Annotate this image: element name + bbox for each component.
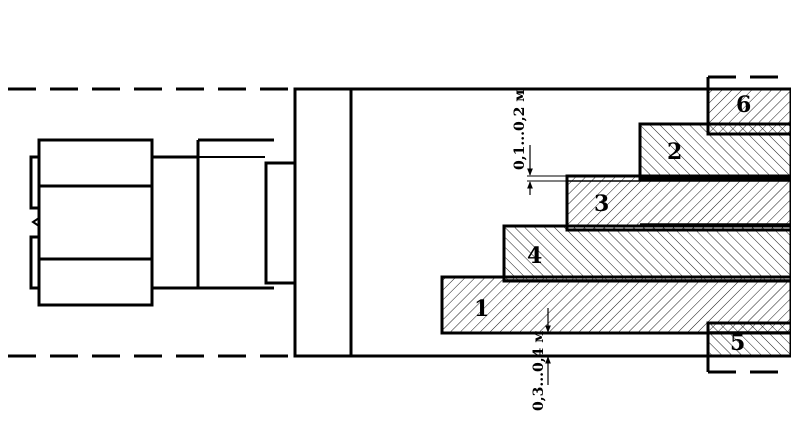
label-layer-3: 3 — [594, 191, 609, 217]
truck-mirror-top — [29, 155, 41, 210]
label-layer-1: 1 — [474, 296, 489, 322]
top-dimension-text: 0,1...0,2 м — [512, 90, 528, 170]
spreader-box — [293, 87, 353, 358]
bottom-dimension-text: 0,3...0,4 м — [531, 331, 547, 411]
label-layer-4: 4 — [527, 243, 542, 269]
label-layer-2: 2 — [667, 139, 682, 165]
truck — [29, 138, 297, 307]
truck-cab — [37, 138, 154, 307]
label-layer-6: 6 — [736, 92, 751, 118]
layer-3 — [565, 174, 791, 232]
bottom-dimension: 0,3...0,4 м — [531, 308, 551, 411]
truck-mirror-bottom — [29, 235, 41, 290]
layer-5 — [706, 321, 791, 358]
truck-front-mark — [31, 217, 40, 227]
truck-tailgate — [264, 161, 297, 285]
label-layer-5: 5 — [730, 330, 745, 356]
top-dimension: 0,1...0,2 м — [512, 90, 567, 195]
layer-2 — [638, 122, 791, 181]
layer-4 — [502, 224, 791, 283]
